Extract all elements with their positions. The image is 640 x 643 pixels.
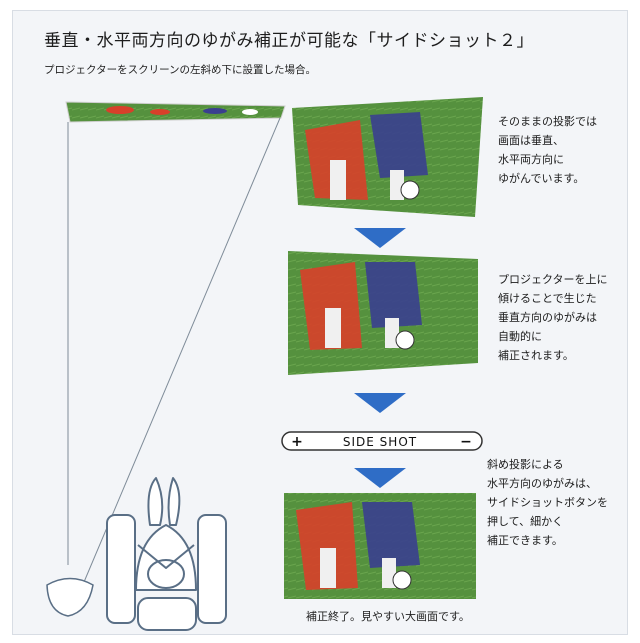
step-2-line: 補正されます。 (498, 349, 574, 362)
down-arrow-1 (354, 228, 406, 248)
step-3-description: 斜め投影による 水平方向のゆがみは、 サイドショットボタンを 押して、細かく 補… (487, 455, 608, 550)
step-3-line: 押して、細かく (487, 515, 564, 528)
step-2-line: プロジェクターを上に (498, 273, 608, 286)
page-subtitle: プロジェクターをスクリーンの左斜め下に設置した場合。 (44, 64, 317, 76)
projection-beam (67, 117, 281, 583)
photo-uncorrected (292, 97, 483, 217)
step-2-line: 自動的に (498, 330, 542, 343)
side-shot-label: SIDE SHOT (343, 435, 417, 449)
side-shot-plus: + (291, 434, 303, 450)
projected-screen-top (65, 101, 286, 123)
down-arrow-3 (354, 468, 406, 488)
side-shot-control: + SIDE SHOT − (281, 431, 483, 451)
down-arrow-2 (354, 393, 406, 413)
step-3-line: サイドショットボタンを (487, 496, 608, 509)
side-shot-minus: − (460, 434, 472, 450)
step-1-description: そのままの投影では 画面は垂直、 水平両方向に ゆがんでいます。 (498, 112, 597, 188)
step-3-line: 斜め投影による (487, 458, 564, 471)
page-title: 垂直・水平両方向のゆがみ補正が可能な「サイドショット２」 (44, 31, 534, 51)
projector-icon (46, 577, 94, 617)
step-2-line: 垂直方向のゆがみは (498, 311, 597, 324)
step-2-description: プロジェクターを上に 傾けることで生じた 垂直方向のゆがみは 自動的に 補正され… (498, 270, 608, 365)
step-1-line: 画面は垂直、 (498, 134, 564, 147)
step-2-line: 傾けることで生じた (498, 292, 597, 305)
step-3-line: 補正できます。 (487, 534, 563, 547)
step-1-line: 水平両方向に (498, 153, 564, 166)
seated-viewer-icon (106, 477, 227, 631)
final-caption: 補正終了。見やすい大画面です。 (306, 610, 470, 623)
photo-vertical-corrected (288, 251, 478, 375)
step-1-line: そのままの投影では (498, 115, 597, 128)
step-3-line: 水平方向のゆがみは、 (487, 477, 597, 490)
photo-fully-corrected (284, 493, 476, 599)
step-1-line: ゆがんでいます。 (498, 172, 585, 185)
